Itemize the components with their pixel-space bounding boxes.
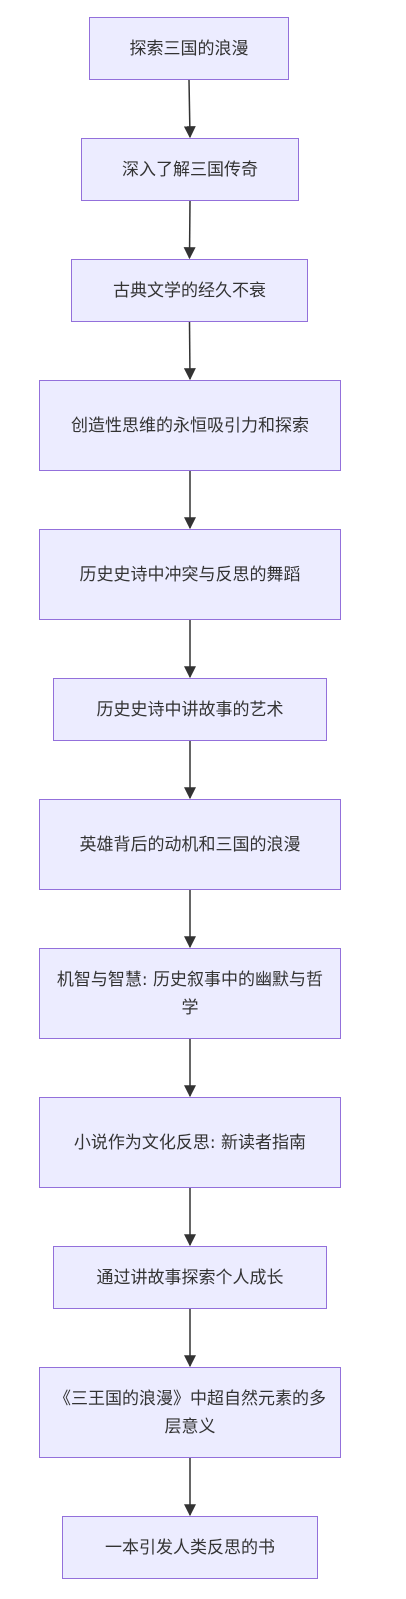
flow-node-5[interactable]: 历史史诗中冲突与反思的舞蹈	[39, 529, 341, 620]
flow-node-label: 历史史诗中冲突与反思的舞蹈	[79, 564, 301, 585]
flow-node-1[interactable]: 探索三国的浪漫	[89, 17, 289, 80]
flow-node-12[interactable]: 一本引发人类反思的书	[62, 1516, 318, 1579]
edge-arrow	[183, 79, 196, 139]
flow-node-6[interactable]: 历史史诗中讲故事的艺术	[53, 678, 327, 741]
flow-node-9[interactable]: 小说作为文化反思: 新读者指南	[39, 1097, 341, 1188]
flow-node-label: 古典文学的经久不衰	[113, 280, 266, 301]
flow-node-11[interactable]: 《三王国的浪漫》中超自然元素的多层意义	[39, 1367, 341, 1458]
flow-node-label: 深入了解三国传奇	[122, 159, 258, 180]
flow-node-label: 历史史诗中讲故事的艺术	[96, 699, 284, 720]
edge-arrow	[183, 200, 196, 260]
flow-node-2[interactable]: 深入了解三国传奇	[81, 138, 299, 201]
flow-node-label: 创造性思维的永恒吸引力和探索	[71, 415, 309, 436]
flow-node-8[interactable]: 机智与智慧: 历史叙事中的幽默与哲学	[39, 948, 341, 1039]
flow-node-label: 英雄背后的动机和三国的浪漫	[79, 834, 301, 855]
flow-node-label: 《三王国的浪漫》中超自然元素的多层意义	[54, 1388, 326, 1437]
flow-node-10[interactable]: 通过讲故事探索个人成长	[53, 1246, 327, 1309]
edge-arrow	[183, 321, 196, 381]
flow-node-label: 小说作为文化反思: 新读者指南	[73, 1132, 307, 1153]
flow-node-3[interactable]: 古典文学的经久不衰	[71, 259, 308, 322]
flow-node-4[interactable]: 创造性思维的永恒吸引力和探索	[39, 380, 341, 471]
flow-node-label: 通过讲故事探索个人成长	[96, 1267, 284, 1288]
flow-node-label: 机智与智慧: 历史叙事中的幽默与哲学	[56, 969, 324, 1018]
flow-node-label: 一本引发人类反思的书	[105, 1537, 275, 1558]
flow-node-label: 探索三国的浪漫	[129, 38, 249, 59]
flow-node-7[interactable]: 英雄背后的动机和三国的浪漫	[39, 799, 341, 890]
